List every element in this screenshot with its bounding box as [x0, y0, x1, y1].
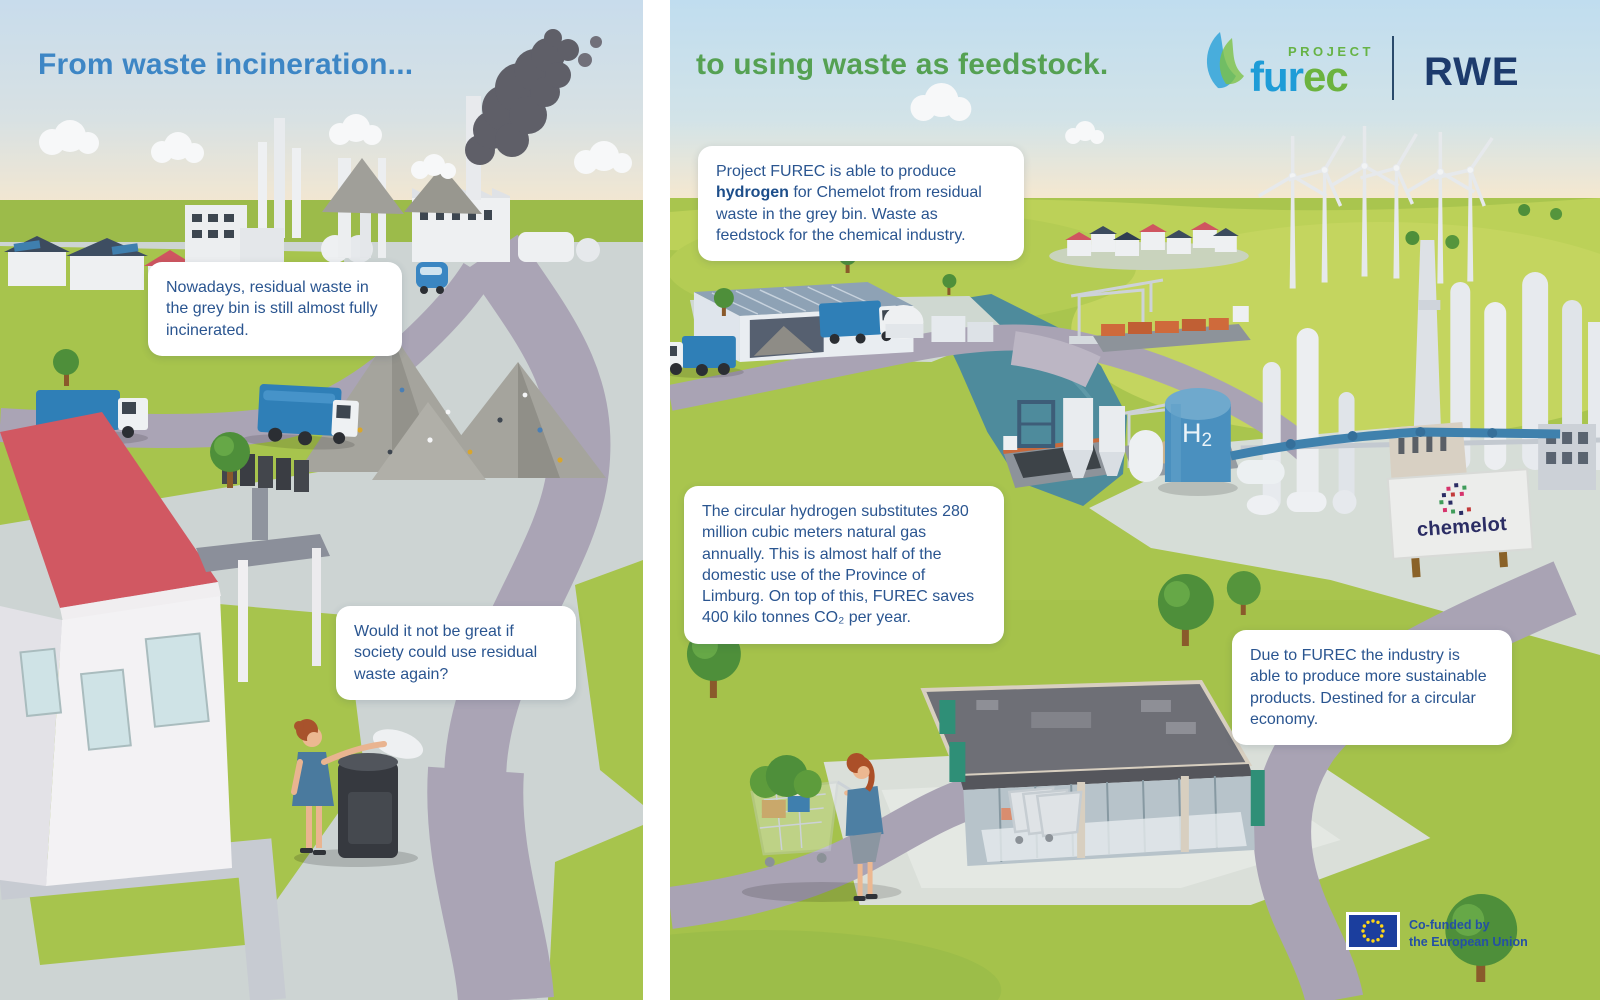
- callout-question: Would it not be great if society could u…: [336, 606, 576, 700]
- callout-hydrogen: Project FUREC is able to produce hydroge…: [698, 146, 1024, 262]
- callout-sustainable-text: Due to FUREC the industry is able to pro…: [1250, 647, 1487, 728]
- chemelot-sign: [1386, 468, 1534, 578]
- eu-funding-line1: Co-funded by: [1409, 918, 1490, 933]
- barge-upper: [1093, 306, 1251, 352]
- shuttle-bus: [416, 262, 448, 294]
- title-feedstock: to using waste as feedstock.: [696, 48, 1109, 81]
- shopping-carts: [1007, 786, 1083, 844]
- woman-at-bin: [291, 719, 424, 867]
- woman-with-cart: [741, 753, 902, 902]
- callout-hydrogen-post: for Chemelot from residual waste in the …: [716, 184, 982, 244]
- furec-name: furec: [1250, 53, 1349, 100]
- supermarket: [920, 679, 1265, 866]
- title-incineration: From waste incineration...: [38, 48, 414, 81]
- hydrogen-pipeline: [1229, 427, 1561, 461]
- h2-plant-group: [1017, 388, 1285, 496]
- smoke-plume: [465, 29, 602, 165]
- callout-hydrogen-bold: hydrogen: [716, 184, 789, 202]
- panel-divider: [643, 0, 670, 1000]
- callout-incinerated-text: Nowadays, residual waste in the grey bin…: [166, 279, 378, 339]
- furec-project-label: PROJECT: [1288, 44, 1374, 59]
- trees-left: [53, 349, 250, 488]
- truck-entering: [670, 336, 744, 378]
- storage-tanks: [883, 305, 994, 342]
- clouds-right: [910, 83, 1105, 144]
- chemelot-logo-dots: [1439, 483, 1472, 516]
- residential-house: [0, 412, 330, 886]
- h2-tank-label: H2: [1181, 418, 1213, 451]
- wind-turbines: [1257, 126, 1494, 289]
- eu-funding-notice: Co-funded by the European Union: [1346, 912, 1528, 955]
- rwe-logo: RWE: [1424, 50, 1520, 94]
- callout-substitutes-text: The circular hydrogen substitutes 280 mi…: [702, 503, 975, 627]
- eu-flag-icon: [1346, 912, 1400, 955]
- trees-right: [686, 204, 1563, 982]
- right-scene-art: [670, 83, 1600, 1000]
- incineration-plant: [185, 96, 600, 266]
- right-scene-panel: [670, 0, 1600, 1000]
- callout-sustainable: Due to FUREC the industry is able to pro…: [1232, 630, 1512, 746]
- eu-funding-line2: the European Union: [1409, 934, 1528, 949]
- callout-hydrogen-pre: Project FUREC is able to produce: [716, 163, 957, 180]
- furec-leaf-icon: [1202, 30, 1246, 97]
- callout-incinerated: Nowadays, residual waste in the grey bin…: [148, 262, 402, 356]
- left-scene-art: [0, 29, 643, 1000]
- logo-divider: [1392, 36, 1394, 100]
- garbage-truck-center: [242, 384, 359, 450]
- furec-logo: PROJECT furec: [1202, 30, 1374, 100]
- eu-funding-text: Co-funded by the European Union: [1409, 917, 1528, 950]
- furec-wordmark: PROJECT furec: [1250, 30, 1374, 100]
- clouds-left: [39, 114, 632, 179]
- left-scene-panel: [0, 0, 643, 1000]
- callout-substitutes: The circular hydrogen substitutes 280 mi…: [684, 486, 1004, 644]
- village: [1049, 222, 1249, 270]
- callout-question-text: Would it not be great if society could u…: [354, 623, 538, 683]
